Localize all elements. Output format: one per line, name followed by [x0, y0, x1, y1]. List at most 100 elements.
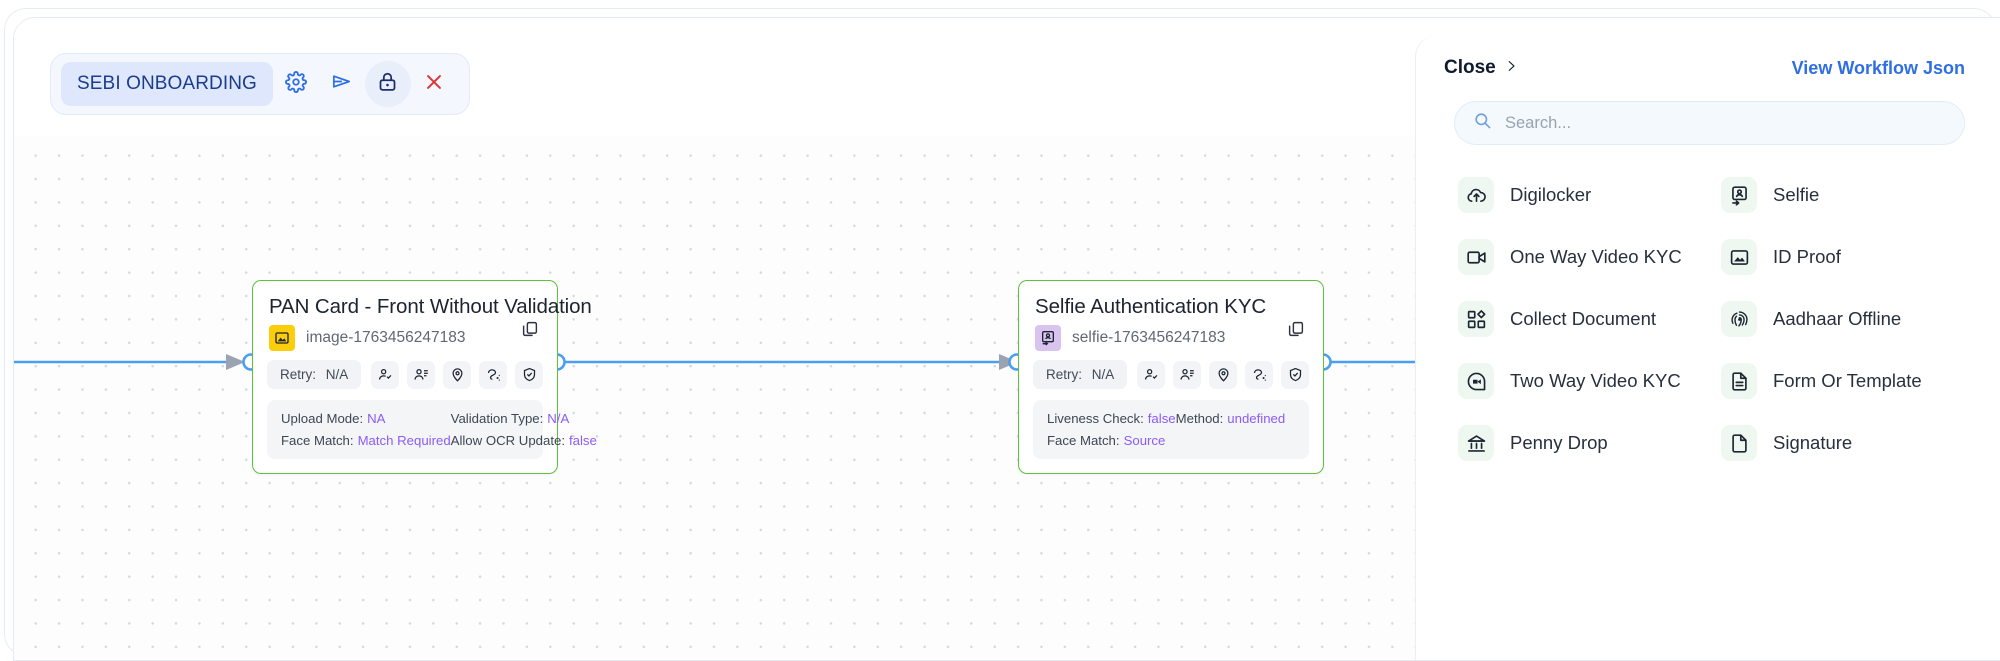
- retry-label: Retry:: [280, 367, 316, 382]
- prop-value: undefined: [1227, 411, 1285, 426]
- user-list-icon[interactable]: [1173, 361, 1201, 389]
- prop-label: Liveness Check:: [1047, 411, 1144, 426]
- library-item-label: Form Or Template: [1773, 370, 1922, 392]
- copy-icon[interactable]: [1287, 320, 1307, 340]
- prop-label: Upload Mode:: [281, 411, 363, 426]
- library-item-aadhaar-offline[interactable]: Aadhaar Offline: [1717, 295, 1980, 343]
- face-scan-icon[interactable]: [1245, 361, 1273, 389]
- workflow-node-pan-card[interactable]: PAN Card - Front Without Validation imag…: [252, 280, 558, 474]
- location-pin-icon[interactable]: [443, 361, 471, 389]
- node-action-icons: [371, 361, 543, 389]
- user-list-icon[interactable]: [407, 361, 435, 389]
- image-icon: [1721, 239, 1757, 275]
- prop-value: N/A: [547, 411, 569, 426]
- node-prop: Face Match: Match Required: [281, 433, 451, 448]
- search-box[interactable]: [1454, 101, 1965, 145]
- prop-value: NA: [367, 411, 385, 426]
- node-library-grid: Digilocker Selfie One Way Video KYC: [1416, 171, 2000, 467]
- retry-label: Retry:: [1046, 367, 1082, 382]
- retry-chip: Retry: N/A: [267, 360, 361, 389]
- node-id-row: image-1763456247183: [253, 319, 557, 351]
- prop-value: Source: [1124, 433, 1166, 448]
- panel-header: Close View Workflow Json: [1416, 35, 2000, 79]
- prop-value: false: [1148, 411, 1176, 426]
- library-item-label: Aadhaar Offline: [1773, 308, 1901, 330]
- retry-value: N/A: [1092, 367, 1115, 382]
- node-id-row: selfie-1763456247183: [1019, 319, 1323, 351]
- library-item-id-proof[interactable]: ID Proof: [1717, 233, 1980, 281]
- node-prop: Validation Type:N/A: [451, 411, 597, 426]
- node-title: Selfie Authentication KYC: [1019, 281, 1323, 319]
- workflow-node-selfie-auth[interactable]: Selfie Authentication KYC selfie-1763456…: [1018, 280, 1324, 474]
- retry-value: N/A: [326, 367, 349, 382]
- video-camera-icon: [1458, 239, 1494, 275]
- library-item-label: Selfie: [1773, 184, 1819, 206]
- lock-icon: [377, 71, 398, 97]
- image-icon: [269, 325, 295, 351]
- library-item-label: Two Way Video KYC: [1510, 370, 1681, 392]
- prop-value: false: [569, 433, 597, 448]
- close-x-icon: [423, 71, 445, 98]
- node-prop: Upload Mode: NA: [281, 411, 451, 426]
- library-item-label: Signature: [1773, 432, 1852, 454]
- node-properties: Upload Mode:NA Validation Type:N/A Face …: [267, 400, 543, 459]
- prop-label: Face Match:: [281, 433, 354, 448]
- search-container: [1416, 79, 2000, 145]
- settings-button[interactable]: [273, 61, 319, 107]
- library-item-one-way-video-kyc[interactable]: One Way Video KYC: [1454, 233, 1717, 281]
- node-action-icons: [1137, 361, 1309, 389]
- workflow-canvas[interactable]: SEBI ONBOARDING: [14, 18, 1418, 660]
- two-way-video-icon: [1458, 363, 1494, 399]
- workflow-toolbar: SEBI ONBOARDING: [50, 53, 470, 115]
- node-properties: Liveness Check:false Method:undefined Fa…: [1033, 400, 1309, 459]
- view-workflow-json-link[interactable]: View Workflow Json: [1792, 58, 1965, 79]
- node-id-text: selfie-1763456247183: [1072, 329, 1225, 347]
- user-check-icon[interactable]: [1137, 361, 1165, 389]
- page-icon: [1721, 425, 1757, 461]
- location-pin-icon[interactable]: [1209, 361, 1237, 389]
- node-mid-row: Retry: N/A: [253, 351, 557, 389]
- lock-button[interactable]: [365, 61, 411, 107]
- close-workflow-button[interactable]: [411, 61, 457, 107]
- selfie-id-icon: [1035, 325, 1061, 351]
- library-item-label: ID Proof: [1773, 246, 1841, 268]
- copy-icon[interactable]: [521, 320, 541, 340]
- node-prop: Allow OCR Update:false: [451, 433, 597, 448]
- play-send-icon: [330, 70, 353, 98]
- search-icon: [1473, 111, 1492, 135]
- inner-frame: SEBI ONBOARDING: [13, 17, 2000, 661]
- gear-icon: [285, 71, 307, 98]
- node-title: PAN Card - Front Without Validation: [253, 281, 557, 319]
- shield-check-icon[interactable]: [1281, 361, 1309, 389]
- selfie-id-icon: [1721, 177, 1757, 213]
- document-lines-icon: [1721, 363, 1757, 399]
- library-item-two-way-video-kyc[interactable]: Two Way Video KYC: [1454, 357, 1717, 405]
- prop-label: Validation Type:: [451, 411, 544, 426]
- search-input[interactable]: [1505, 114, 1946, 133]
- node-prop: Liveness Check: false: [1047, 411, 1176, 426]
- library-item-signature[interactable]: Signature: [1717, 419, 1980, 467]
- library-item-label: Penny Drop: [1510, 432, 1608, 454]
- library-item-selfie[interactable]: Selfie: [1717, 171, 1980, 219]
- node-mid-row: Retry: N/A: [1019, 351, 1323, 389]
- library-item-collect-document[interactable]: Collect Document: [1454, 295, 1717, 343]
- node-id-text: image-1763456247183: [306, 329, 465, 347]
- node-prop: Face Match: Source: [1047, 433, 1176, 448]
- library-item-digilocker[interactable]: Digilocker: [1454, 171, 1717, 219]
- face-scan-icon[interactable]: [479, 361, 507, 389]
- prop-label: Face Match:: [1047, 433, 1120, 448]
- collect-document-icon: [1458, 301, 1494, 337]
- run-workflow-button[interactable]: [319, 61, 365, 107]
- shield-check-icon[interactable]: [515, 361, 543, 389]
- library-item-label: Collect Document: [1510, 308, 1656, 330]
- close-panel-label: Close: [1444, 57, 1496, 79]
- fingerprint-icon: [1721, 301, 1757, 337]
- prop-value: Match Required: [358, 433, 451, 448]
- node-prop: [1176, 433, 1295, 448]
- library-item-penny-drop[interactable]: Penny Drop: [1454, 419, 1717, 467]
- close-panel-button[interactable]: Close: [1444, 57, 1518, 79]
- user-check-icon[interactable]: [371, 361, 399, 389]
- chevron-right-icon: [1504, 57, 1518, 79]
- workflow-name-chip[interactable]: SEBI ONBOARDING: [61, 62, 273, 106]
- library-item-form-or-template[interactable]: Form Or Template: [1717, 357, 1980, 405]
